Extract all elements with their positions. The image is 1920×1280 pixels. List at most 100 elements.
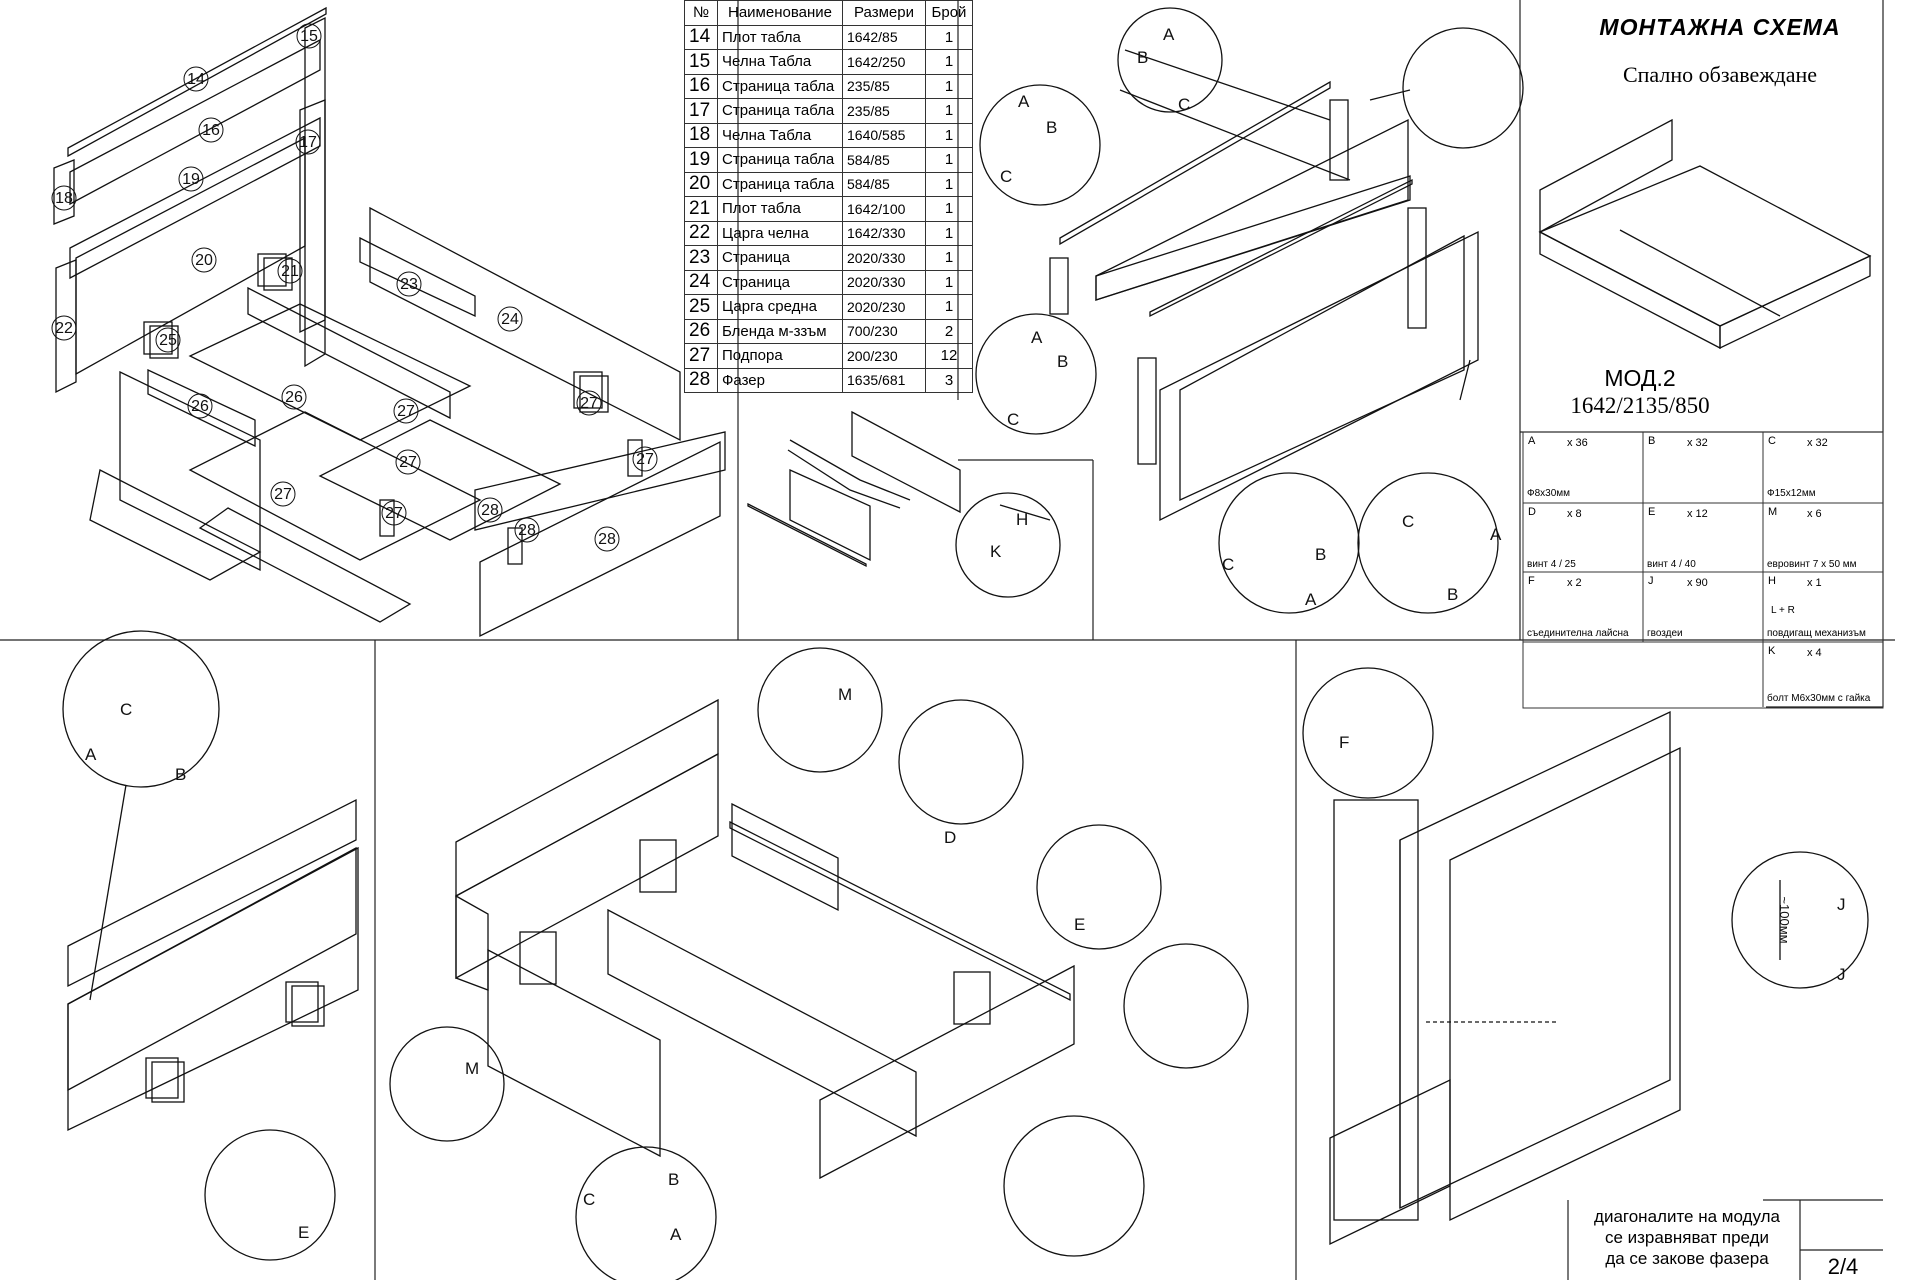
part-number: 23 [684, 245, 718, 271]
hardware-letter: K [1768, 645, 1776, 657]
hardware-letter: M [1768, 506, 1778, 518]
hardware-desc: болт М6х30мм с гайка [1767, 693, 1871, 704]
bed-assembly-view [389, 647, 1249, 1280]
hardware-desc: Ф8х30мм [1527, 488, 1571, 499]
part-callout-label: 26 [285, 389, 303, 406]
part-qty: 1 [925, 294, 973, 320]
detail-letter-m: M [838, 685, 852, 704]
frame-side-view [62, 630, 359, 1261]
hardware-letter: C [1768, 435, 1776, 447]
model-block: МОД.2 1642/2135/850 [1530, 364, 1750, 420]
part-callout-label: 25 [159, 332, 177, 349]
hardware-letter: B [1648, 435, 1656, 447]
detail-letter-a: A [85, 745, 97, 764]
part-number: 16 [684, 73, 718, 99]
hardware-letter: A [1528, 435, 1536, 447]
note-line-1: диагоналите на модула [1594, 1207, 1780, 1226]
part-number: 18 [684, 122, 718, 148]
part-callouts [51, 23, 658, 552]
part-size: 1642/85 [842, 24, 926, 50]
detail-letter-a: A [1163, 25, 1175, 44]
part-size: 2020/230 [842, 294, 926, 320]
detail-letter-a: A [1018, 92, 1030, 111]
hardware-letter: H [1768, 575, 1776, 587]
part-size: 200/230 [842, 343, 926, 369]
detail-letter-b: B [175, 765, 186, 784]
detail-letter-j: J [1837, 895, 1846, 914]
detail-letter-d: D [944, 828, 956, 847]
part-callout-label: 27 [274, 486, 292, 503]
part-qty: 1 [925, 73, 973, 99]
col-size: Размери [842, 0, 926, 26]
part-callout-label: 14 [187, 71, 205, 88]
part-number: 14 [684, 24, 718, 50]
sheet-subtitle: Спално обзавеждане [1622, 62, 1818, 87]
bed-preview [1538, 118, 1872, 350]
part-callout-label: 16 [202, 122, 220, 139]
sheet-title: МОНТАЖНА СХЕМА [1599, 14, 1841, 40]
part-callout-label: 27 [385, 505, 403, 522]
detail-letter-f: F [1339, 733, 1349, 752]
nail-spacing: ~100мм [1777, 880, 1792, 960]
headboard-exploded [975, 7, 1524, 614]
part-callout-label: 26 [191, 398, 209, 415]
part-callout-label: 23 [400, 276, 418, 293]
hardware-qty: x 36 [1567, 437, 1588, 449]
detail-letter-a: A [670, 1225, 682, 1244]
detail-letter-c: C [1178, 95, 1190, 114]
model-dimensions: 1642/2135/850 [1570, 393, 1710, 418]
part-callout-label: 27 [399, 454, 417, 471]
part-callout-label: 27 [397, 403, 415, 420]
part-size: 1642/100 [842, 196, 926, 222]
module-back-view [1302, 667, 1869, 1246]
detail-letter-b: B [1315, 545, 1326, 564]
note-line-3: да се закове фазера [1605, 1249, 1769, 1268]
hardware-desc: повдигащ механизъм [1767, 628, 1866, 639]
part-number: 15 [684, 49, 718, 75]
hardware-qty: x 32 [1807, 437, 1828, 449]
detail-letter-c: C [1000, 167, 1012, 186]
part-size: 2020/330 [842, 269, 926, 295]
hardware-qty: x 12 [1687, 508, 1708, 520]
part-size: 1642/330 [842, 220, 926, 246]
part-callout-label: 28 [518, 522, 536, 539]
hinge-mechanism-view [747, 410, 1061, 598]
hardware-letter: D [1528, 506, 1536, 518]
assembly-note: диагоналите на модула се изравняват пред… [1572, 1206, 1802, 1269]
part-size: 235/85 [842, 73, 926, 99]
page-number: 2/4 [1827, 1254, 1859, 1279]
part-number: 22 [684, 220, 718, 246]
part-size: 2020/330 [842, 245, 926, 271]
exploded-view [53, 6, 726, 638]
detail-letter-c: C [1402, 512, 1414, 531]
detail-letter-h: H [1016, 510, 1028, 529]
detail-letter-c: C [583, 1190, 595, 1209]
detail-letter-a: A [1305, 590, 1317, 609]
detail-letter-b: B [1137, 48, 1148, 67]
part-callout-label: 27 [636, 451, 654, 468]
hardware-qty: x 2 [1567, 577, 1582, 589]
legend-grid [1522, 431, 1884, 709]
part-name: Страница табла [717, 73, 843, 99]
detail-letter-b: B [1447, 585, 1458, 604]
hardware-qty: x 6 [1807, 508, 1822, 520]
hardware-letter: E [1648, 506, 1656, 518]
detail-letter-c: C [1007, 410, 1019, 429]
part-callout-label: 22 [55, 320, 73, 337]
part-qty: 12 [925, 343, 973, 369]
part-size: 1640/585 [842, 122, 926, 148]
